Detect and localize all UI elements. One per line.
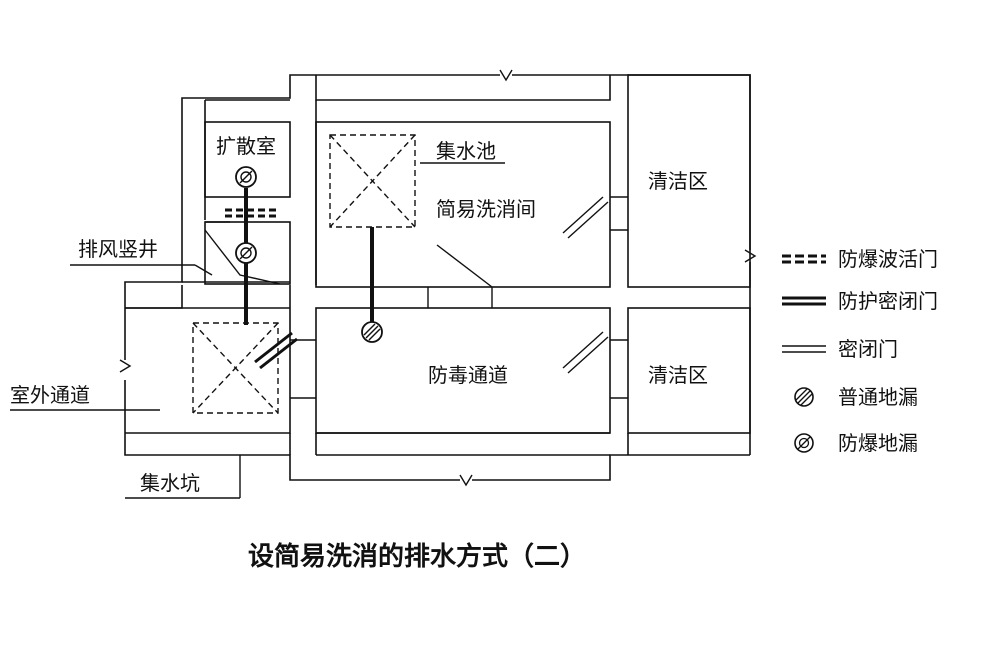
diffusion-room-label: 扩散室 [216, 134, 276, 158]
legend: 防爆波活门 防护密闭门 密闭门 普通地漏 防爆地漏 [782, 247, 938, 455]
floor-drain-icon [794, 387, 814, 407]
legend-label-protective-door: 防护密闭门 [838, 289, 938, 313]
clean-zone-bottom-label: 清洁区 [648, 363, 708, 387]
rooms-structure [125, 74, 751, 456]
floor-drain-icon [361, 321, 383, 343]
legend-label-blast-floor-drain: 防爆地漏 [838, 431, 918, 455]
gas-passage-label: 防毒通道 [428, 363, 508, 387]
blast-floor-drain-icon [235, 166, 257, 188]
blast-valve-icon [782, 254, 826, 264]
exhaust-shaft-label: 排风竖井 [78, 237, 158, 261]
legend-label-airtight-door: 密闭门 [838, 337, 898, 361]
blast-floor-drain-icon [794, 433, 814, 453]
outer-walls [119, 69, 757, 487]
legend-label-floor-drain: 普通地漏 [838, 385, 918, 409]
blast-floor-drain-icon [235, 242, 257, 264]
protective-door-icon [782, 296, 826, 306]
leader-lines [10, 162, 505, 499]
diagram-caption: 设简易洗消的排水方式（二） [248, 541, 586, 572]
airtight-door-icon [782, 345, 826, 353]
clean-zone-top-label: 清洁区 [648, 169, 708, 193]
sump-pit-label: 集水坑 [140, 471, 200, 495]
sump-pool-label: 集水池 [436, 139, 496, 163]
decon-room-label: 简易洗消间 [436, 197, 536, 221]
legend-label-blast-valve: 防爆波活门 [838, 247, 938, 271]
outdoor-passage-label: 室外通道 [10, 383, 90, 407]
